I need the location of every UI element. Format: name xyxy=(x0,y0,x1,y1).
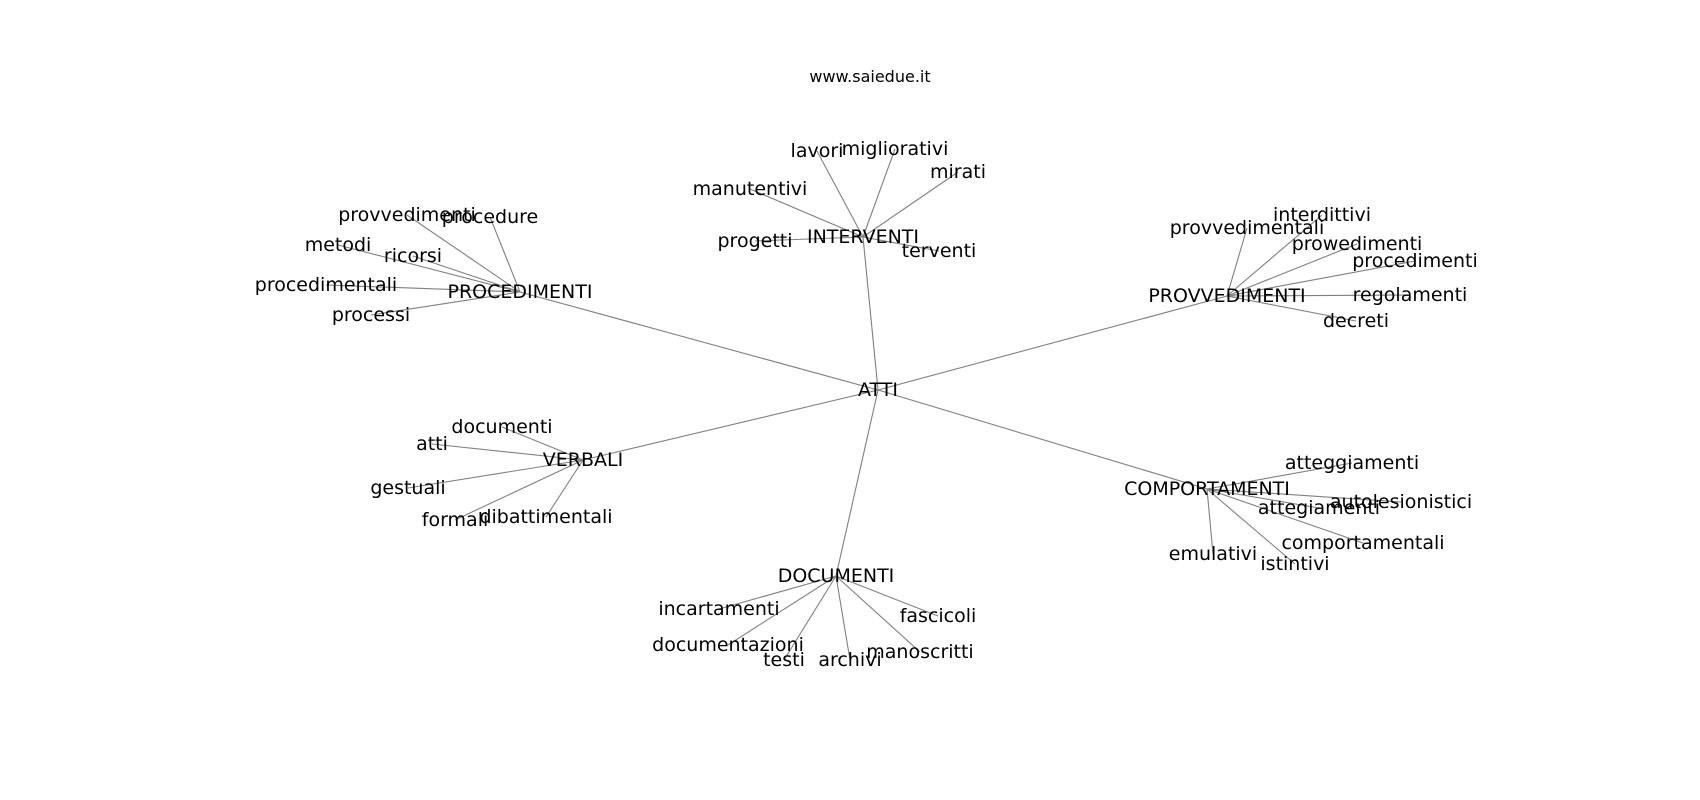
edge-root-documenti xyxy=(835,389,879,577)
edge-interventi-manutentivi xyxy=(749,188,864,238)
edge-comportamenti-emulativi xyxy=(1206,488,1214,555)
edge-root-provvedimenti xyxy=(877,295,1228,391)
leaf-node-label: procedimenti xyxy=(1352,250,1478,272)
leaf-node-label: prowedimenti xyxy=(1292,233,1423,255)
edge-provvedimenti-regolamenti xyxy=(1226,294,1411,297)
hub-node-label: COMPORTAMENTI xyxy=(1124,478,1290,500)
edge-provvedimenti-provvedimentali xyxy=(1226,227,1248,297)
edge-documenti-fascicoli xyxy=(835,575,939,617)
leaf-node-label: metodi xyxy=(305,234,372,256)
leaf-node-label: attegiamenti xyxy=(1258,497,1380,519)
leaf-node-label: ricorsi xyxy=(384,245,442,267)
leaf-node-label: dibattimentali xyxy=(479,506,612,528)
edge-verbali-documenti xyxy=(501,426,584,461)
leaf-node-label: fascicoli xyxy=(900,605,977,627)
edge-procedimenti-metodi xyxy=(337,244,521,293)
leaf-node-label: provvedimentali xyxy=(1170,217,1325,239)
hub-node-label: VERBALI xyxy=(543,449,623,471)
leaf-node-label: mirati xyxy=(930,161,986,183)
edge-interventi-mirati xyxy=(862,171,959,238)
leaf-node-label: regolamenti xyxy=(1353,284,1468,306)
leaf-node-label: comportamentali xyxy=(1281,532,1444,554)
edge-comportamenti-autolesionistici xyxy=(1206,488,1402,503)
edge-interventi-lavori xyxy=(816,150,864,238)
edge-documenti-archivi xyxy=(835,575,851,661)
edge-verbali-dibattimentali xyxy=(545,459,584,518)
edge-procedimenti-procedure xyxy=(489,216,521,293)
leaf-node-label: interdittivi xyxy=(1273,204,1371,226)
hub-node-label: DOCUMENTI xyxy=(778,565,895,587)
root-node-label: ATTI xyxy=(858,379,898,401)
edge-procedimenti-processi xyxy=(370,291,521,316)
leaf-node-label: documentazioni xyxy=(652,634,804,656)
leaf-node-label: documenti xyxy=(451,416,552,438)
edge-documenti-incartamenti xyxy=(718,575,837,610)
edge-documenti-manoscritti xyxy=(835,575,921,653)
edge-verbali-atti xyxy=(431,443,584,461)
edge-comportamenti-istintivi xyxy=(1206,488,1296,565)
edge-verbali-gestuali xyxy=(407,459,584,489)
leaf-node-label: incartamenti xyxy=(658,598,779,620)
leaf-node-label: testi xyxy=(763,649,805,671)
edge-procedimenti-provvedimenti xyxy=(406,214,521,293)
edge-documenti-testi xyxy=(783,575,837,661)
edge-comportamenti-attegiamenti xyxy=(1206,488,1320,509)
leaf-node-label: provvedimenti xyxy=(338,204,476,226)
leaf-node-label: decreti xyxy=(1323,310,1389,332)
leaf-node-label: procedure xyxy=(442,206,538,228)
edge-provvedimenti-interdittivi xyxy=(1226,214,1323,297)
hub-node-label: PROVVEDIMENTI xyxy=(1148,285,1305,307)
leaf-node-label: terventi xyxy=(902,240,977,262)
edge-interventi-migliorativi xyxy=(862,148,896,238)
edge-verbali-formali xyxy=(454,459,584,521)
edge-procedimenti-procedimentali xyxy=(325,284,521,293)
edge-provvedimenti-decreti xyxy=(1226,295,1357,322)
edge-interventi-terventi xyxy=(862,236,940,252)
leaf-node-label: atti xyxy=(416,433,448,455)
leaf-node-label: archivi xyxy=(818,649,881,671)
edge-procedimenti-ricorsi xyxy=(412,255,521,293)
edges-layer xyxy=(325,148,1416,661)
edge-root-procedimenti xyxy=(519,291,879,391)
leaf-node-label: procedimentali xyxy=(255,274,397,296)
leaf-node-label: manutentivi xyxy=(693,178,808,200)
leaf-node-label: atteggiamenti xyxy=(1285,452,1419,474)
edge-root-interventi xyxy=(862,236,879,391)
edge-comportamenti-atteggiamenti xyxy=(1206,462,1353,490)
hub-node-label: INTERVENTI xyxy=(807,226,919,248)
edge-root-comportamenti xyxy=(877,389,1208,490)
leaf-node-label: istintivi xyxy=(1260,553,1329,575)
edge-provvedimenti-prowedimenti xyxy=(1226,243,1358,297)
leaf-node-label: gestuali xyxy=(370,477,445,499)
site-title: www.saiedue.it xyxy=(809,67,930,86)
edge-provvedimenti-procedimenti xyxy=(1226,260,1416,297)
edge-interventi-progetti xyxy=(754,236,864,242)
leaf-node-label: autolesionistici xyxy=(1330,491,1472,513)
edge-root-verbali xyxy=(582,389,879,461)
leaf-node-label: processi xyxy=(332,304,410,326)
hub-node-label: PROCEDIMENTI xyxy=(448,281,593,303)
edge-documenti-documentazioni xyxy=(727,575,837,646)
leaf-node-label: manoscritti xyxy=(866,641,973,663)
leaf-node-label: migliorativi xyxy=(842,138,949,160)
leaf-node-label: lavori xyxy=(791,140,844,162)
leaf-node-label: emulativi xyxy=(1169,543,1257,565)
leaf-node-label: formali xyxy=(422,509,489,531)
leaf-node-label: progetti xyxy=(717,230,792,252)
edge-comportamenti-comportamentali xyxy=(1206,488,1364,544)
